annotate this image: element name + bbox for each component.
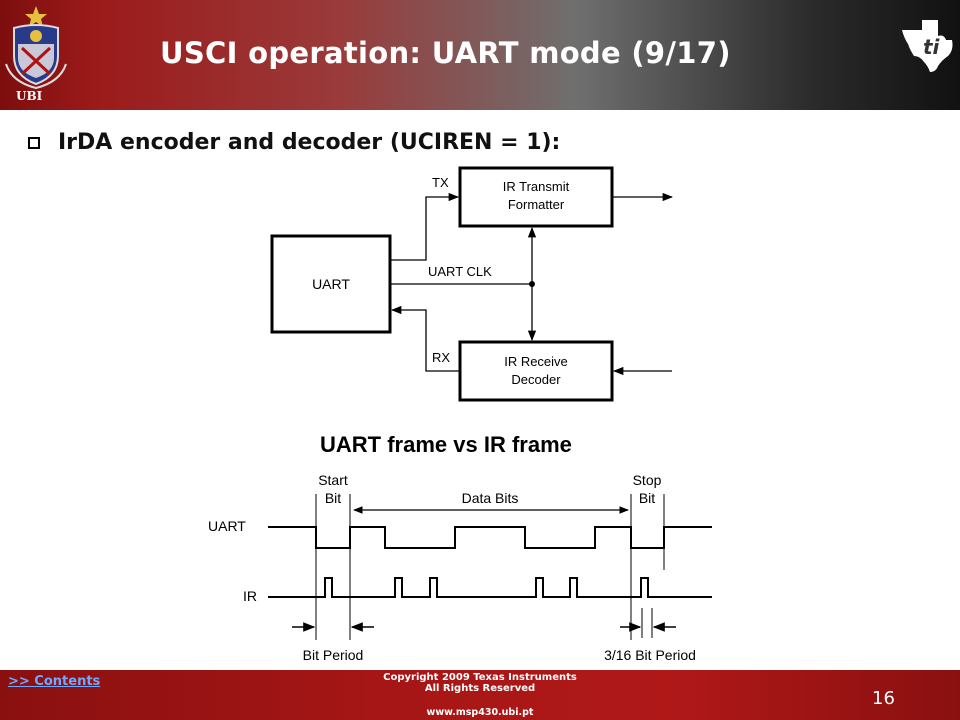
timing-title: UART frame vs IR frame: [320, 432, 572, 457]
figure: UART IR Transmit Formatter IR Receive De…: [208, 166, 712, 663]
uart-waveform: [268, 526, 712, 549]
copyright-text: Copyright 2009 Texas Instruments All Rig…: [330, 672, 630, 694]
three-sixteenth-label: 3/16 Bit Period: [604, 647, 696, 663]
ir-receive-label-2: Decoder: [511, 372, 561, 387]
contents-link[interactable]: >> Contents: [8, 674, 101, 689]
tx-label: TX: [432, 175, 449, 190]
ir-transmit-label-2: Formatter: [508, 197, 565, 212]
rx-line: [390, 305, 460, 372]
tx-line: [390, 192, 460, 261]
stop-bit-label-2: Bit: [639, 490, 655, 506]
copyright-line-2: All Rights Reserved: [424, 683, 536, 694]
start-bit-label-1: Start: [318, 472, 348, 488]
page-number: 16: [872, 688, 895, 709]
timing-diagram: UART frame vs IR frame Start Bit Stop Bi…: [208, 432, 712, 663]
texas-instruments-logo-icon: ti: [902, 20, 953, 72]
clk-label: UART CLK: [428, 264, 492, 279]
data-bits-label: Data Bits: [462, 490, 519, 506]
bullet-item: IrDA encoder and decoder (UCIREN = 1):: [28, 130, 560, 155]
uart-block: [270, 234, 392, 334]
svg-text:ti: ti: [923, 35, 941, 59]
start-bit-label-2: Bit: [325, 490, 341, 506]
copyright-line-1: Copyright 2009 Texas Instruments: [383, 672, 577, 683]
ubi-crest-icon: [5, 6, 67, 90]
ir-receive-block: [458, 340, 614, 402]
uart-block-label: UART: [312, 276, 350, 292]
checkbox-bullet-icon: [28, 136, 40, 149]
block-diagram: UART IR Transmit Formatter IR Receive De…: [270, 166, 674, 402]
bullet-text: IrDA encoder and decoder (UCIREN = 1):: [58, 130, 561, 155]
ubi-label: UBI: [16, 89, 43, 103]
ir-receive-label-1: IR Receive: [504, 354, 568, 369]
ir-transmit-label-1: IR Transmit: [503, 179, 570, 194]
footer-bar: [0, 670, 960, 720]
ir-waveform-label: IR: [243, 588, 257, 604]
website-text: www.msp430.ubi.pt: [426, 707, 534, 718]
header-bar: [0, 0, 960, 110]
page-title: USCI operation: UART mode (9/17): [160, 36, 731, 70]
ir-waveform: [268, 577, 712, 598]
rx-label: RX: [432, 350, 450, 365]
uart-waveform-label: UART: [208, 518, 246, 534]
stop-bit-label-1: Stop: [633, 472, 662, 488]
bit-period-label: Bit Period: [303, 647, 364, 663]
